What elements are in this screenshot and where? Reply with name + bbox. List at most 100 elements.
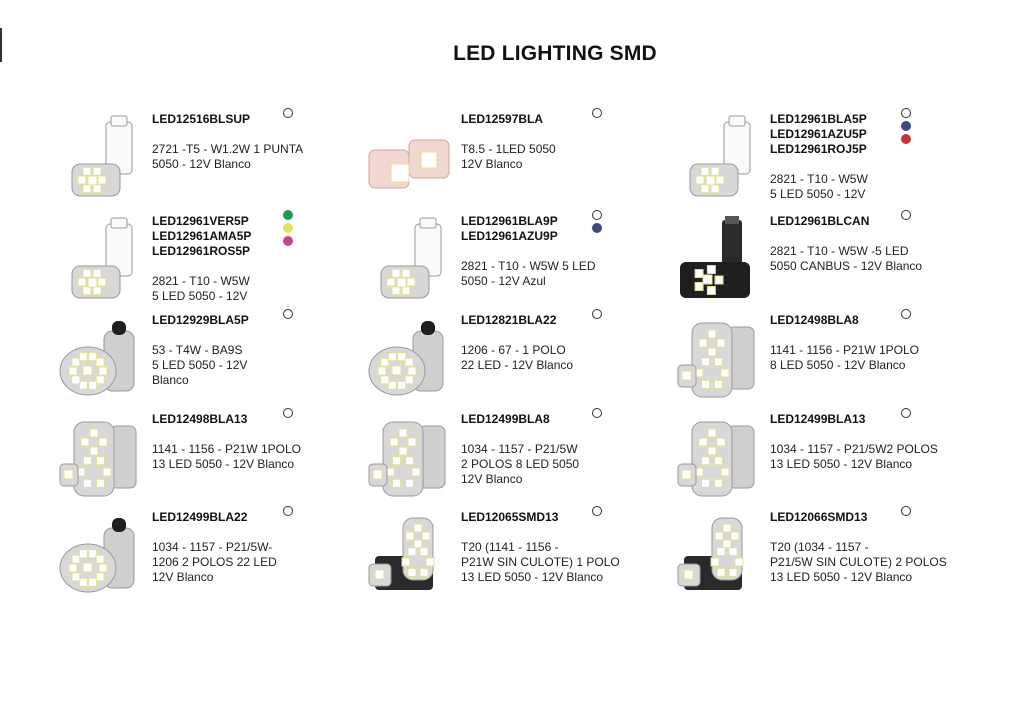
- color-swatch[interactable]: [283, 236, 293, 246]
- product-description: T8.5 - 1LED 5050 12V Blanco: [461, 142, 556, 171]
- product-card: LED12499BLA8 1034 - 1157 - P21/5W 2 POLOS…: [363, 408, 663, 512]
- product-card: LED12498BLA8 1141 - 1156 - P21W 1POLO 8 L…: [672, 309, 972, 413]
- product-description: 53 - T4W - BA9S 5 LED 5050 - 12V Blanco: [152, 343, 248, 387]
- color-options: [901, 506, 911, 519]
- product-codes: LED12499BLA13: [770, 412, 865, 427]
- cluster-led-icon: [672, 412, 767, 504]
- product-description: 1141 - 1156 - P21W 1POLO 13 LED 5050 - 1…: [152, 442, 301, 471]
- product-card: LED12929BLA5P 53 - T4W - BA9S 5 LED 5050 …: [54, 309, 354, 413]
- product-codes: LED12498BLA8: [770, 313, 859, 328]
- color-options: [283, 506, 293, 519]
- product-description: 1141 - 1156 - P21W 1POLO 8 LED 5050 - 12…: [770, 343, 919, 372]
- cluster-led-icon: [54, 412, 149, 504]
- bayonet-led-icon: [54, 313, 149, 405]
- color-options: [901, 309, 911, 322]
- product-codes: LED12066SMD13: [770, 510, 867, 525]
- color-swatch[interactable]: [283, 309, 293, 319]
- product-card: LED12498BLA13 1141 - 1156 - P21W 1POLO 13…: [54, 408, 354, 512]
- color-swatch[interactable]: [283, 108, 293, 118]
- color-swatch[interactable]: [901, 121, 911, 131]
- wedge-led-icon: [54, 214, 149, 306]
- product-codes: LED12961BLCAN: [770, 214, 869, 229]
- bayonet-led-icon: [54, 510, 149, 602]
- color-swatch[interactable]: [901, 134, 911, 144]
- product-code: LED12961AMA5P: [152, 229, 252, 243]
- color-options: [592, 309, 602, 322]
- product-code: LED12597BLA: [461, 112, 544, 126]
- t20-led-icon: [672, 510, 767, 602]
- color-options: [592, 506, 602, 519]
- product-card: LED12499BLA13 1034 - 1157 - P21/5W2 POLOS…: [672, 408, 972, 512]
- product-code: LED12961AZU9P: [461, 229, 558, 243]
- color-options: [283, 108, 293, 121]
- color-swatch[interactable]: [283, 210, 293, 220]
- color-options: [901, 408, 911, 421]
- product-code: LED12065SMD13: [461, 510, 559, 524]
- product-description: 1034 - 1157 - P21/5W 2 POLOS 8 LED 5050 …: [461, 442, 580, 486]
- product-codes: LED12597BLA: [461, 112, 543, 127]
- color-swatch[interactable]: [592, 223, 602, 233]
- product-code: LED12961BLA5P: [770, 112, 867, 126]
- product-description: 1034 - 1157 - P21/5W- 1206 2 POLOS 22 LE…: [152, 540, 277, 584]
- product-card: LED12597BLA T8.5 - 1LED 5050 12V Blanco: [363, 108, 663, 212]
- cluster-led-icon: [363, 412, 458, 504]
- product-code: LED12066SMD13: [770, 510, 868, 524]
- color-options: [283, 210, 293, 249]
- color-swatch[interactable]: [592, 210, 602, 220]
- color-swatch[interactable]: [901, 108, 911, 118]
- wedge-led-icon: [672, 112, 767, 204]
- wedge-led-icon: [363, 214, 458, 306]
- product-description: 2821 - T10 - W5W 5 LED 5050 - 12V Azul: [461, 259, 596, 288]
- color-options: [283, 309, 293, 322]
- product-description: 2821 - T10 - W5W -5 LED 5050 CANBUS - 12…: [770, 244, 923, 273]
- color-swatch[interactable]: [901, 506, 911, 516]
- canbus-led-icon: [672, 214, 767, 306]
- color-swatch[interactable]: [283, 223, 293, 233]
- product-codes: LED12499BLA22: [152, 510, 247, 525]
- wedge-led-icon: [54, 112, 149, 204]
- product-card: LED12961BLCAN 2821 - T10 - W5W -5 LED 505…: [672, 210, 972, 314]
- color-swatch[interactable]: [901, 309, 911, 319]
- product-description: 2821 - T10 - W5W 5 LED 5050 - 12V: [770, 172, 868, 201]
- page-edge-mark: [0, 28, 2, 62]
- product-codes: LED12498BLA13: [152, 412, 247, 427]
- color-swatch[interactable]: [901, 210, 911, 220]
- product-code: LED12961ROS5P: [152, 244, 251, 258]
- color-swatch[interactable]: [283, 408, 293, 418]
- product-code: LED12961VER5P: [152, 214, 249, 228]
- product-code: LED12499BLA8: [461, 412, 550, 426]
- t20-led-icon: [363, 510, 458, 602]
- product-code: LED12498BLA13: [152, 412, 248, 426]
- color-swatch[interactable]: [592, 309, 602, 319]
- color-swatch[interactable]: [592, 506, 602, 516]
- product-code: LED12961BLA9P: [461, 214, 558, 228]
- product-description: 2821 - T10 - W5W 5 LED 5050 - 12V: [152, 274, 250, 303]
- product-description: 1034 - 1157 - P21/5W2 POLOS 13 LED 5050 …: [770, 442, 938, 471]
- product-codes: LED12929BLA5P: [152, 313, 249, 328]
- color-swatch[interactable]: [901, 408, 911, 418]
- color-swatch[interactable]: [283, 506, 293, 516]
- product-codes: LED12821BLA22: [461, 313, 556, 328]
- color-swatch[interactable]: [592, 108, 602, 118]
- color-options: [592, 210, 602, 236]
- bayonet-led-icon: [363, 313, 458, 405]
- product-code: LED12516BLSUP: [152, 112, 251, 126]
- color-options: [901, 210, 911, 223]
- product-code: LED12961ROJ5P: [770, 142, 867, 156]
- product-codes: LED12065SMD13: [461, 510, 558, 525]
- product-codes: LED12499BLA8: [461, 412, 550, 427]
- color-options: [592, 408, 602, 421]
- color-swatch[interactable]: [592, 408, 602, 418]
- product-code: LED12498BLA8: [770, 313, 859, 327]
- color-options: [901, 108, 911, 147]
- product-description: 2721 -T5 - W1.2W 1 PUNTA 5050 - 12V Blan…: [152, 142, 304, 171]
- product-description: T20 (1034 - 1157 - P21/5W SIN CULOTE) 2 …: [770, 540, 947, 584]
